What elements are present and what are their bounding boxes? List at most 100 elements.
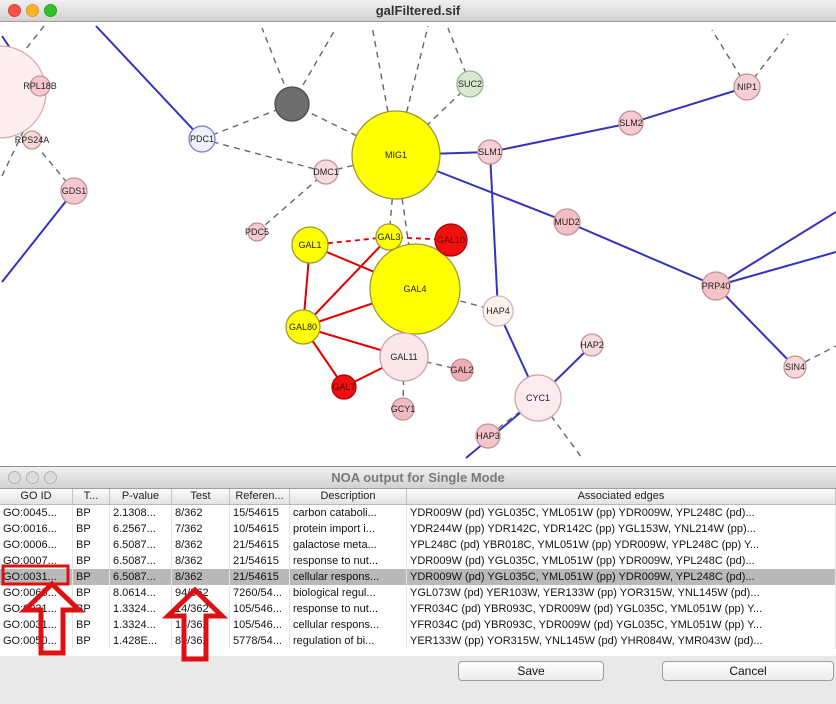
- table-cell[interactable]: YDR009W (pd) YGL035C, YML051W (pp) YDR00…: [407, 505, 836, 521]
- table-cell[interactable]: 5778/54...: [230, 633, 290, 649]
- column-header-test[interactable]: Test: [172, 489, 230, 504]
- node-hap3[interactable]: [475, 423, 501, 449]
- table-cell[interactable]: 6.5087...: [110, 537, 172, 553]
- edge-pd[interactable]: [1, 129, 25, 177]
- close-button[interactable]: [8, 4, 21, 17]
- node-gal1[interactable]: [291, 226, 329, 264]
- column-header-type[interactable]: T...: [73, 489, 110, 504]
- table-cell[interactable]: BP: [73, 505, 110, 521]
- edge-pp[interactable]: [489, 122, 632, 153]
- table-cell[interactable]: cellular respons...: [290, 569, 407, 585]
- table-cell[interactable]: GO:0031...: [0, 569, 73, 585]
- edge-pp[interactable]: [715, 211, 836, 287]
- edge-pd[interactable]: [402, 356, 405, 410]
- node-dmc1[interactable]: [313, 159, 339, 185]
- table-cell[interactable]: carbon cataboli...: [290, 505, 407, 521]
- table-cell[interactable]: 14/362: [172, 617, 230, 633]
- node-gds1[interactable]: [60, 177, 88, 205]
- edge-pp[interactable]: [715, 285, 796, 368]
- table-cell[interactable]: cellular respons...: [290, 617, 407, 633]
- noa-window-titlebar[interactable]: NOA output for Single Mode: [0, 467, 836, 489]
- table-cell[interactable]: BP: [73, 617, 110, 633]
- column-header-go-id[interactable]: GO ID: [0, 489, 73, 504]
- column-header-p-value[interactable]: P-value: [110, 489, 172, 504]
- table-cell[interactable]: GO:0031...: [0, 617, 73, 633]
- table-cell[interactable]: 105/546...: [230, 601, 290, 617]
- table-cell[interactable]: BP: [73, 521, 110, 537]
- node-gal4[interactable]: [369, 243, 461, 335]
- table-cell[interactable]: 1.3324...: [110, 617, 172, 633]
- table-cell[interactable]: 7/362: [172, 521, 230, 537]
- node-sin4[interactable]: [783, 355, 807, 379]
- edge-pp[interactable]: [1, 190, 75, 283]
- node-gal2[interactable]: [450, 358, 474, 382]
- node-gray[interactable]: [274, 86, 310, 122]
- network-window-titlebar[interactable]: galFiltered.sif: [0, 0, 836, 22]
- table-cell[interactable]: GO:0007...: [0, 553, 73, 569]
- table-cell[interactable]: response to nut...: [290, 601, 407, 617]
- edge-pd[interactable]: [256, 171, 327, 233]
- edge-pp[interactable]: [715, 251, 836, 287]
- table-cell[interactable]: BP: [73, 585, 110, 601]
- table-cell[interactable]: galactose meta...: [290, 537, 407, 553]
- table-cell[interactable]: biological regul...: [290, 585, 407, 601]
- node-gal7[interactable]: [331, 374, 357, 400]
- table-cell[interactable]: GO:0016...: [0, 521, 73, 537]
- table-cell[interactable]: 7260/54...: [230, 585, 290, 601]
- zoom-button-inactive[interactable]: [44, 471, 57, 484]
- edge-pd[interactable]: [13, 25, 45, 65]
- edge-rs[interactable]: [302, 236, 390, 328]
- node-pdc5[interactable]: [247, 222, 267, 242]
- node-gcy1[interactable]: [391, 397, 415, 421]
- table-cell[interactable]: 8/362: [172, 537, 230, 553]
- table-cell[interactable]: BP: [73, 569, 110, 585]
- table-cell[interactable]: YDR009W (pd) YGL035C, YML051W (pp) YDR00…: [407, 569, 836, 585]
- edge-pp[interactable]: [630, 86, 748, 124]
- node-hap4[interactable]: [482, 295, 514, 327]
- table-cell[interactable]: BP: [73, 537, 110, 553]
- table-cell[interactable]: 6.5087...: [110, 553, 172, 569]
- table-cell[interactable]: GO:0050...: [0, 633, 73, 649]
- node-slm1[interactable]: [477, 139, 503, 165]
- node-mud2[interactable]: [553, 208, 581, 236]
- table-cell[interactable]: 2.1308...: [110, 505, 172, 521]
- node-hap2[interactable]: [580, 333, 604, 357]
- node-prp40[interactable]: [701, 271, 731, 301]
- close-button-inactive[interactable]: [8, 471, 21, 484]
- table-cell[interactable]: BP: [73, 633, 110, 649]
- node-rps24a[interactable]: [22, 130, 42, 150]
- table-cell[interactable]: 8/362: [172, 569, 230, 585]
- table-cell[interactable]: 21/54615: [230, 537, 290, 553]
- node-pdc1[interactable]: [188, 125, 216, 153]
- edge-pp[interactable]: [95, 25, 203, 140]
- node-gal10[interactable]: [434, 223, 468, 257]
- table-cell[interactable]: 105/546...: [230, 617, 290, 633]
- minimize-button[interactable]: [26, 4, 39, 17]
- table-cell[interactable]: YFR034C (pd) YBR093C, YDR009W (pd) YGL03…: [407, 601, 836, 617]
- node-mig1[interactable]: [351, 110, 441, 200]
- table-cell[interactable]: 6.2567...: [110, 521, 172, 537]
- table-cell[interactable]: regulation of bi...: [290, 633, 407, 649]
- edge-pd[interactable]: [39, 149, 75, 192]
- table-cell[interactable]: 8.0614...: [110, 585, 172, 601]
- column-header-description[interactable]: Description: [290, 489, 407, 504]
- cancel-button[interactable]: Cancel: [662, 661, 834, 681]
- minimize-button-inactive[interactable]: [26, 471, 39, 484]
- table-cell[interactable]: 21/54615: [230, 553, 290, 569]
- node-slm2[interactable]: [618, 110, 644, 136]
- table-cell[interactable]: YPL248C (pd) YBR018C, YML051W (pp) YDR00…: [407, 537, 836, 553]
- table-cell[interactable]: BP: [73, 601, 110, 617]
- table-cell[interactable]: YDR009W (pd) YGL035C, YML051W (pp) YDR00…: [407, 553, 836, 569]
- table-cell[interactable]: 14/362: [172, 601, 230, 617]
- table-cell[interactable]: 8/362: [172, 505, 230, 521]
- node-gal11[interactable]: [379, 332, 429, 382]
- node-cyc1[interactable]: [514, 374, 562, 422]
- edge-pd[interactable]: [201, 138, 327, 173]
